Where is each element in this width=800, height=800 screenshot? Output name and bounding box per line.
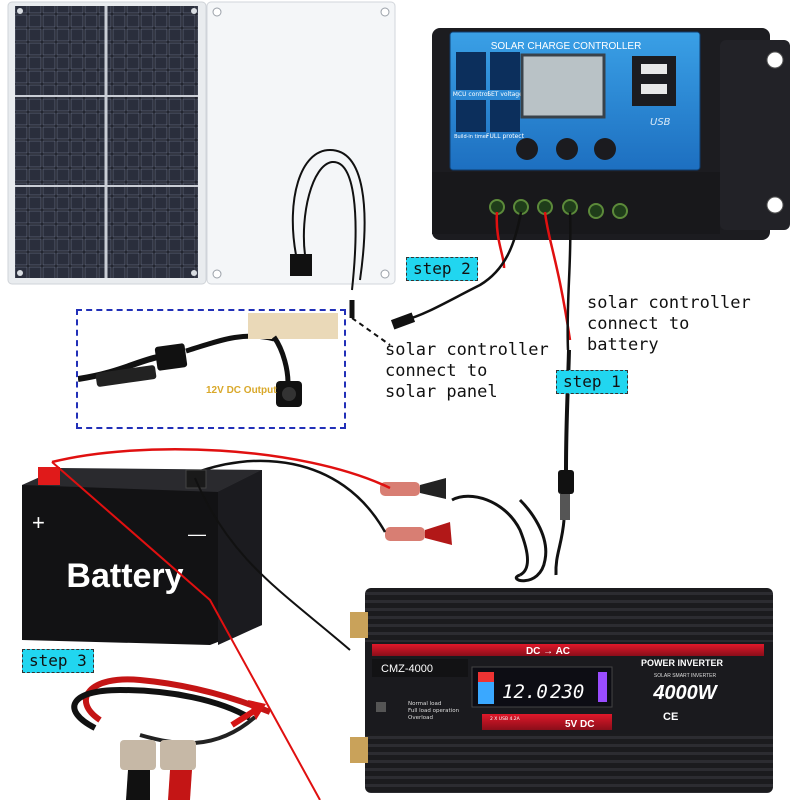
inverter-voltage-in: 12.0 [502,681,548,703]
controller-button-3[interactable] [594,138,616,160]
controller-button-2[interactable] [556,138,578,160]
battery: + — Battery [22,467,262,645]
step3-clamp-image [71,676,272,800]
wire-panel-red [495,211,506,269]
step-1-tag: step 1 [556,370,628,394]
dc-output-inset: 12V DC Output [76,309,346,429]
inverter-usb-spec: 2 X USB 4.2A [490,716,521,722]
battery-positive-terminal [38,467,60,485]
inverter-dc-ac: DC → AC [526,646,570,657]
full-label: FULL protect [486,133,525,140]
battery-label: Battery [66,557,183,595]
battery-minus-sign: — [188,524,206,544]
inverter-model: CMZ-4000 [381,663,433,675]
controller-lcd [520,53,606,119]
inverter-voltage-out: 230 [550,681,584,703]
controller-button-1[interactable] [516,138,538,160]
battery-red-clamp-lead [51,461,321,800]
note-controller-to-panel: solar controller connect to solar panel [385,340,549,402]
set-voltage-icon [490,52,520,90]
inverter-usb-text: 5V DC [565,719,594,730]
usb-label: USB [650,117,671,128]
power-inverter: DC → AC CMZ-4000 POWER INVERTER SOLAR SM… [350,588,773,793]
legend-over: Overload [408,715,433,721]
clip-lead-wire [451,494,529,577]
step-2-tag: step 2 [406,257,478,281]
dc-output-label: 12V DC Output [206,385,277,396]
step-3-tag: step 3 [22,649,94,673]
controller-title: SOLAR CHARGE CONTROLLER [491,41,642,52]
legend-full: Full load operation [408,708,460,714]
mcu-label: MCU control [453,91,490,98]
speaker-icon [376,702,386,712]
solar-panel-mono [7,1,207,285]
timer-icon [456,100,486,132]
wire-panel-black [404,211,523,322]
set-label: SET voltage [487,91,523,98]
dc-output-image: 12V DC Output [77,313,338,407]
solar-panel-back [206,1,396,291]
inverter-title: POWER INVERTER [641,658,724,668]
inverter-power: 4000W [652,682,718,704]
alligator-clip-black [385,522,452,545]
inverter-ce-mark: CE [663,711,678,723]
lock-icon [490,100,520,132]
wire-battery-black [566,211,572,351]
alligator-clip-red [380,478,446,499]
wire-battery-red [543,211,572,341]
battery-plus-sign: + [32,510,45,535]
inverter-subtitle: SOLAR SMART INVERTER [654,673,717,679]
note-controller-to-battery: solar controller connect to battery [587,293,751,355]
battery-black-cable [189,459,387,533]
controller-terminals [489,199,628,219]
build-label: Build-in timer [454,134,489,140]
battery-red-cable [51,447,391,490]
usb-port [632,56,676,106]
mcu-icon [456,52,486,90]
legend-normal: Normal load [408,701,441,707]
solar-charge-controller: SOLAR CHARGE CONTROLLER MCU control SET … [432,28,790,240]
